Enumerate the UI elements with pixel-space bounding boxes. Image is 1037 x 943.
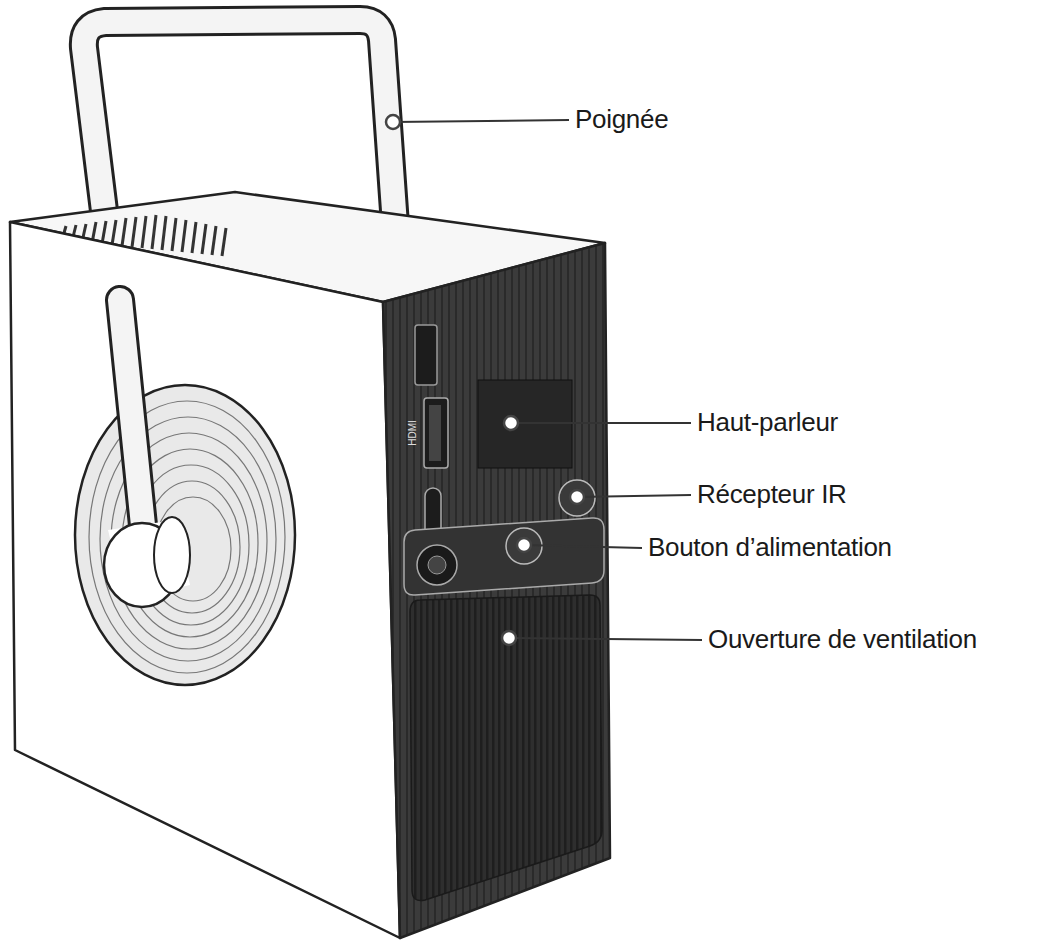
port-marking: HDMI [408, 420, 418, 446]
control-panel [404, 518, 604, 595]
left-face [10, 222, 400, 938]
dc-jack-pin [428, 556, 446, 574]
leader-dot [570, 490, 584, 504]
handle-body [120, 300, 145, 545]
hdmi-inner [429, 405, 441, 461]
leader-line [524, 545, 642, 548]
part-label: Récepteur IR [697, 480, 847, 510]
leader-dot [386, 115, 400, 129]
part-label: Ouverture de ventilation [708, 625, 977, 655]
round-grille [75, 385, 295, 685]
part-label: Haut-parleur [697, 408, 838, 438]
dc-jack [417, 545, 457, 585]
part-label: Poignée [575, 105, 668, 135]
handle-knob [104, 517, 190, 607]
part-label: Bouton d’alimentation [648, 533, 892, 563]
leader-dot [502, 631, 516, 645]
leader-dot [517, 538, 531, 552]
leader-line [511, 422, 691, 424]
leader-line [393, 120, 569, 122]
hdmi-port [424, 398, 448, 468]
ir-receiver [559, 480, 595, 516]
right-face [383, 243, 610, 938]
usb-a-port [415, 325, 437, 385]
handle-outline [120, 300, 145, 545]
leader-dot [504, 416, 518, 430]
vent-grille [410, 595, 602, 901]
leader-line [509, 638, 702, 640]
leader-line [577, 495, 691, 497]
